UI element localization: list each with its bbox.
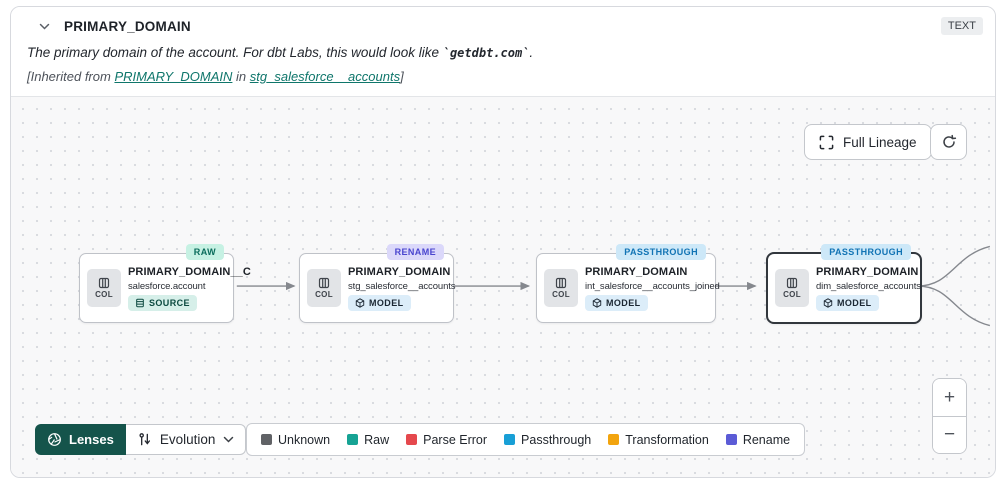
legend-label: Raw [364, 432, 390, 447]
status-badge: PASSTHROUGH [616, 244, 706, 260]
legend-label: Transformation [625, 432, 709, 447]
collapse-chevron-icon[interactable] [39, 23, 50, 31]
full-lineage-button[interactable]: Full Lineage [804, 124, 932, 160]
legend-swatch [725, 434, 737, 445]
status-badge: RENAME [386, 244, 444, 260]
node-subtitle: int_salesforce__accounts_joined [585, 280, 720, 292]
legend-label: Passthrough [521, 432, 592, 447]
inherited-model-link[interactable]: stg_salesforce__accounts [249, 69, 401, 84]
col-label: COL [95, 290, 113, 299]
lineage-node-source[interactable]: RAW COL PRIMARY_DOMAIN__C salesforce.acc… [79, 244, 251, 323]
column-type-icon: COL [775, 269, 809, 307]
data-type-badge: TEXT [940, 17, 983, 35]
legend-item: Transformation [608, 433, 709, 447]
column-type-icon: COL [307, 269, 341, 307]
column-lineage-panel: PRIMARY_DOMAIN TEXT The primary domain o… [10, 6, 996, 478]
lens-legend: Unknown Raw Parse Error Passthrough Tran… [246, 423, 806, 456]
node-title: PRIMARY_DOMAIN__C [128, 265, 251, 278]
node-subtitle: stg_salesforce__accounts [348, 280, 456, 292]
lens-selected-value: Evolution [159, 432, 216, 447]
legend-item: Raw [347, 433, 389, 447]
description-period: . [529, 45, 534, 60]
lenses-label: Lenses [69, 432, 114, 447]
status-badge: PASSTHROUGH [821, 244, 911, 260]
type-label: MODEL [837, 297, 872, 308]
expand-icon [819, 135, 834, 150]
source-icon [136, 298, 144, 307]
zoom-in-button[interactable]: + [933, 379, 966, 416]
legend-swatch [504, 434, 516, 445]
legend-swatch [608, 434, 620, 445]
status-badge: RAW [185, 244, 224, 260]
inherited-mid: in [232, 69, 250, 84]
legend-label: Rename [742, 432, 791, 447]
lens-select-dropdown[interactable]: Evolution [125, 424, 247, 455]
lineage-node-stg[interactable]: RENAME COL PRIMARY_DOMAIN stg_salesforce… [299, 244, 456, 323]
legend-swatch [347, 434, 359, 445]
chevron-down-icon [223, 436, 234, 444]
resource-type-badge: SOURCE [128, 294, 197, 311]
legend-swatch [406, 434, 418, 445]
description-text: The primary domain of the account. For d… [27, 45, 443, 60]
lenses-button[interactable]: Lenses [35, 424, 126, 455]
col-label: COL [783, 290, 801, 299]
lineage-node-dim-selected[interactable]: PASSTHROUGH COL PRIMARY_DOMAIN dim_sales… [766, 244, 922, 324]
lenses-aperture-icon [47, 432, 62, 447]
legend-item: Rename [725, 432, 791, 447]
model-icon [823, 297, 833, 308]
column-type-icon: COL [87, 269, 121, 307]
node-title: PRIMARY_DOMAIN [585, 265, 688, 278]
evolution-icon [137, 432, 152, 447]
refresh-icon [941, 134, 957, 150]
col-label: COL [552, 290, 570, 299]
legend-item: Passthrough [504, 433, 591, 447]
inherited-from-line: [Inherited from PRIMARY_DOMAIN in stg_sa… [27, 69, 979, 84]
node-title: PRIMARY_DOMAIN [816, 265, 919, 278]
legend-item: Parse Error [406, 433, 487, 447]
lineage-canvas[interactable]: Full Lineage RAW COL PRIMARY_DOMAIN__C s… [11, 96, 995, 477]
resource-type-badge: MODEL [585, 294, 648, 311]
node-subtitle: salesforce.account [128, 280, 206, 292]
resource-type-badge: MODEL [348, 294, 411, 311]
type-label: MODEL [606, 297, 641, 308]
model-icon [592, 297, 602, 308]
type-label: SOURCE [149, 297, 190, 308]
zoom-controls: + − [932, 378, 967, 454]
legend-label: Unknown [278, 432, 331, 447]
inherited-prefix: [Inherited from [27, 69, 115, 84]
type-label: MODEL [369, 297, 404, 308]
col-label: COL [315, 290, 333, 299]
column-description: The primary domain of the account. For d… [27, 45, 979, 60]
zoom-out-button[interactable]: − [933, 416, 966, 453]
inherited-column-link[interactable]: PRIMARY_DOMAIN [114, 69, 233, 84]
description-code: `getdbt.com` [442, 46, 530, 60]
lineage-node-int[interactable]: PASSTHROUGH COL PRIMARY_DOMAIN int_sales… [536, 244, 720, 323]
model-icon [355, 297, 365, 308]
node-subtitle: dim_salesforce_accounts [816, 280, 921, 292]
legend-label: Parse Error [423, 432, 488, 447]
legend-item: Unknown [261, 433, 330, 447]
column-header: PRIMARY_DOMAIN TEXT The primary domain o… [11, 7, 995, 96]
legend-swatch [261, 434, 272, 445]
resource-type-badge: MODEL [816, 294, 879, 311]
inherited-suffix: ] [400, 69, 404, 84]
column-title: PRIMARY_DOMAIN [64, 19, 191, 34]
column-type-icon: COL [544, 269, 578, 307]
full-lineage-label: Full Lineage [843, 134, 917, 150]
refresh-button[interactable] [930, 124, 967, 160]
node-title: PRIMARY_DOMAIN [348, 265, 451, 278]
lenses-control: Lenses Evolution [35, 424, 247, 455]
